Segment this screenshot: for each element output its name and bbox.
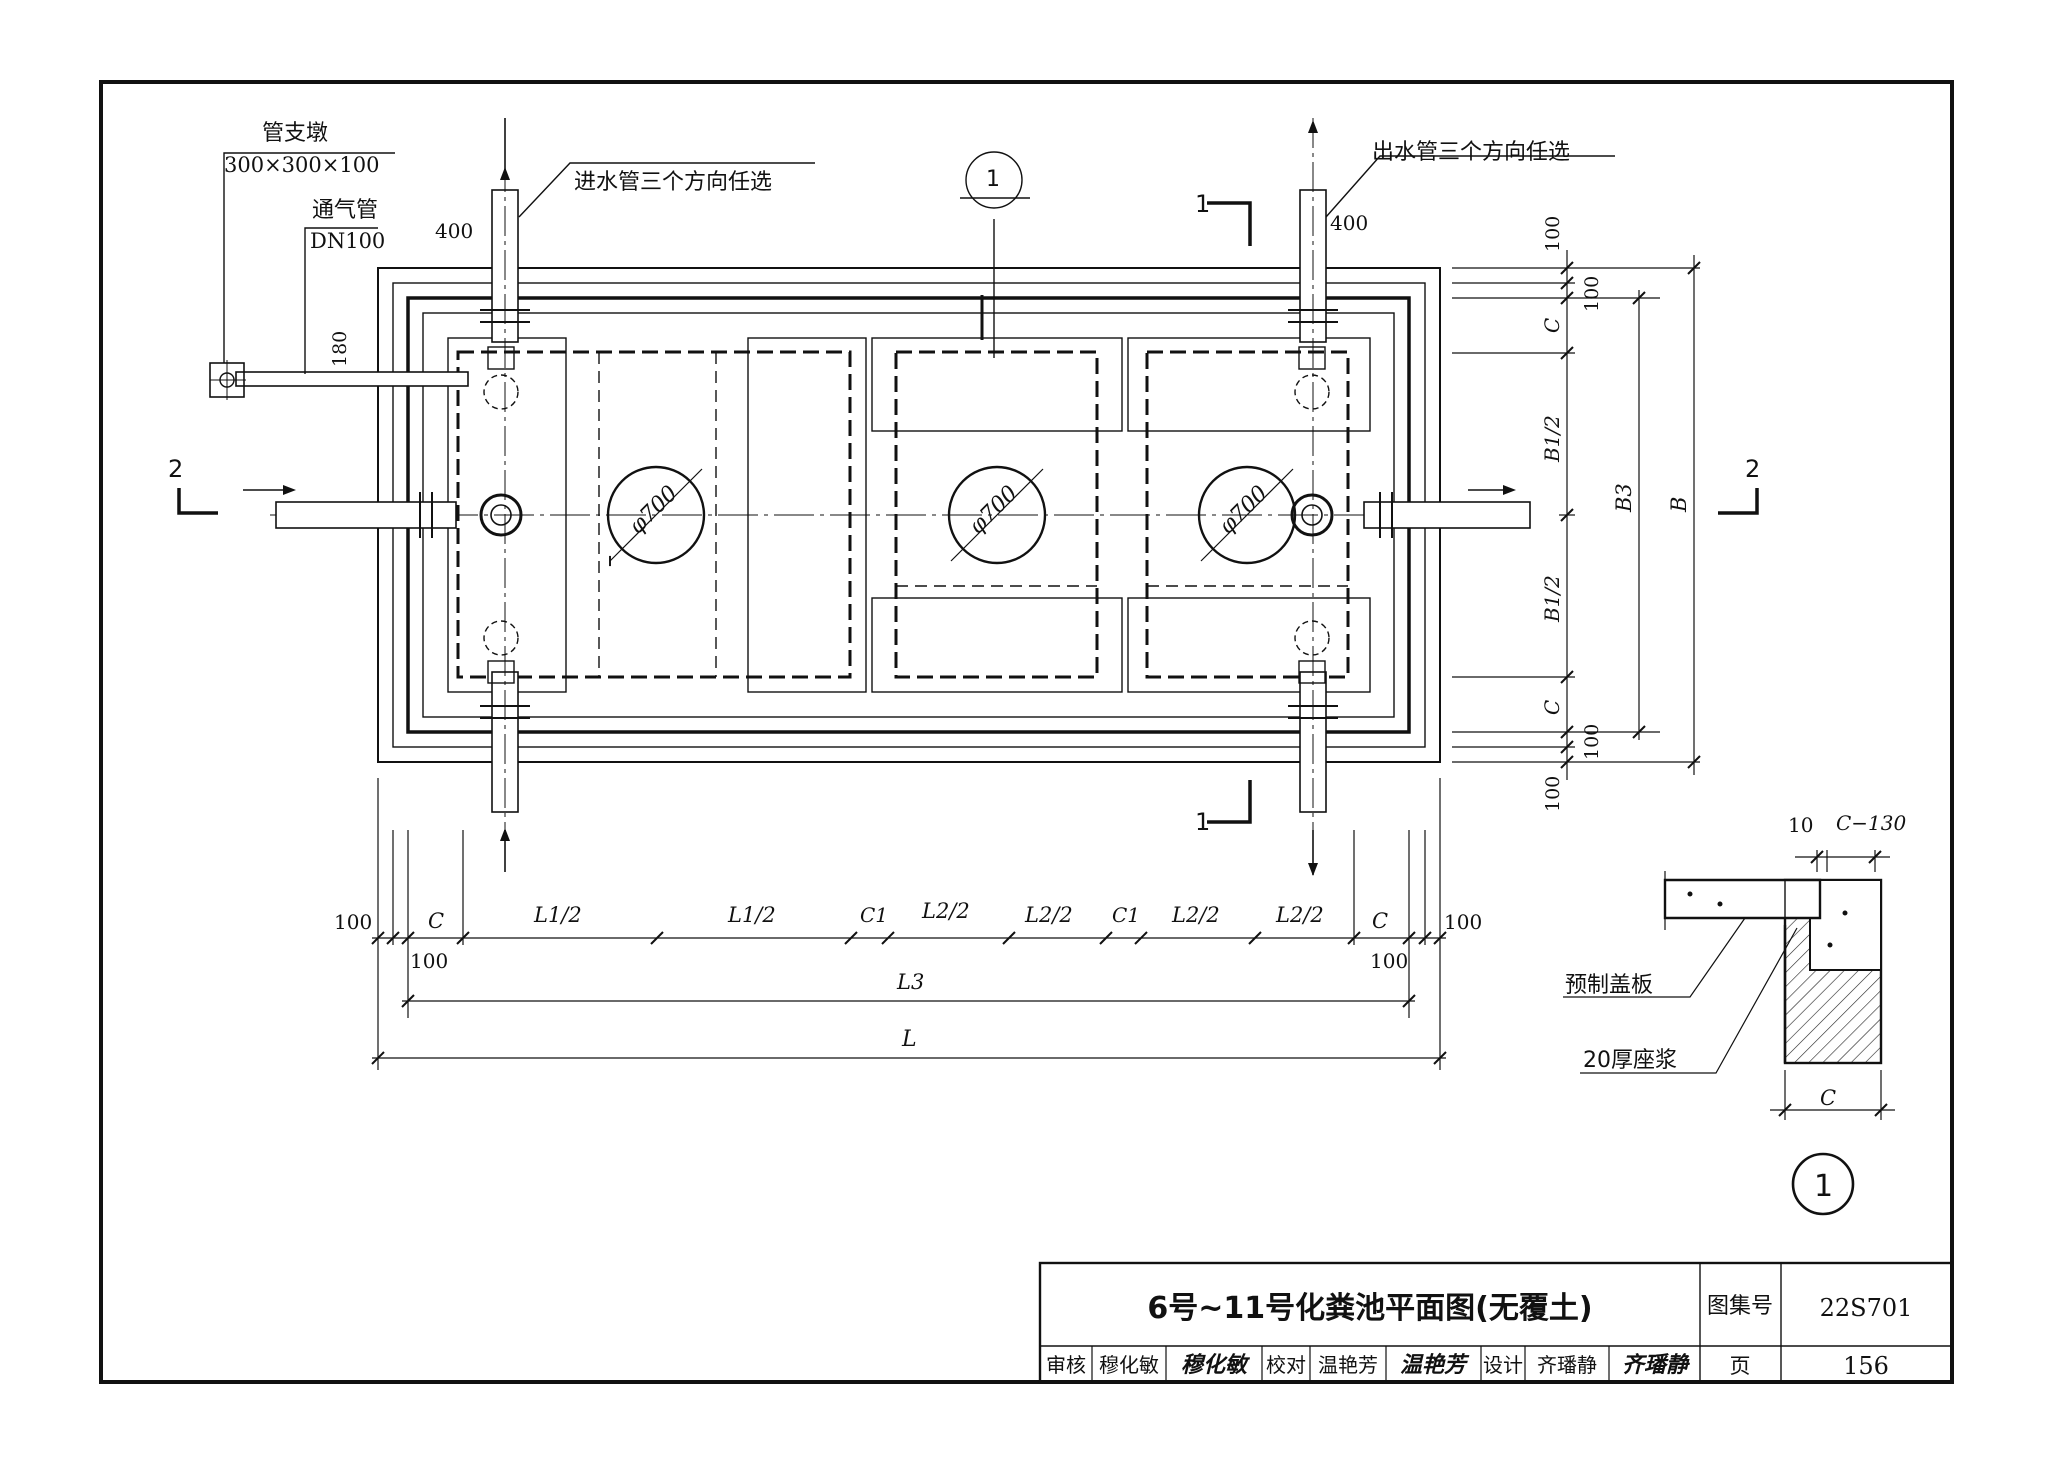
checker-name: 温艳芳 [1318, 1353, 1378, 1377]
dim-right-b1-half-top: B1/2 [1540, 415, 1564, 463]
detail-number: 1 [1814, 1169, 1833, 1204]
outlet-note: 出水管三个方向任选 [1372, 140, 1570, 165]
detail-ref-number: 1 [986, 167, 1000, 192]
dim-bottom-l2-half-b: L2/2 [1024, 903, 1073, 927]
right-dimension-ticks [1560, 261, 1701, 769]
dim-bottom-l1-half-a: L1/2 [533, 903, 582, 927]
dim-bottom-100-inner-right: 100 [1370, 949, 1408, 973]
dim-right-100-bottom-outer: 100 [1542, 776, 1564, 812]
bottom-dimension-labels: 100 C L1/2 L1/2 C1 L2/2 L2/2 C1 L2/2 L2/… [334, 899, 1482, 1052]
dim-bottom-c-right: C [1372, 909, 1388, 933]
cover-slab-6 [1127, 597, 1371, 693]
leader-lines [223, 151, 1615, 374]
reviewer-role: 审核 [1046, 1353, 1086, 1377]
vent-pipe [235, 371, 469, 387]
dim-bottom-c1-b: C1 [1112, 903, 1140, 927]
dim-bottom-l2-half-d: L2/2 [1275, 903, 1324, 927]
page-number: 156 [1843, 1352, 1889, 1380]
dim-right-c-bottom: C [1540, 700, 1564, 715]
manhole-2 [947, 465, 1047, 565]
inlet-note: 进水管三个方向任选 [574, 170, 772, 195]
dim-right-100-top-outer: 100 [1542, 216, 1564, 252]
dim-bottom-l2-half-a: L2/2 [921, 899, 970, 923]
reviewer-signature: 穆化敏 [1181, 1353, 1251, 1378]
dim-right-c-top: C [1540, 318, 1564, 333]
detail-dim-10: 10 [1788, 813, 1813, 837]
page-label: 页 [1730, 1354, 1751, 1378]
manhole-1 [606, 465, 706, 565]
designer-signature: 齐璠静 [1622, 1352, 1691, 1378]
cover-slab-5 [1127, 337, 1371, 432]
precast-cover-label: 预制盖板 [1565, 973, 1653, 998]
manhole-1-label: φ700 [625, 481, 683, 539]
cover-slab-3 [871, 337, 1123, 432]
section-markers [177, 201, 1759, 824]
dim-right-b: B [1667, 497, 1691, 513]
right-dimension-lines [1452, 250, 1700, 780]
dim-bottom-l2-half-c: L2/2 [1171, 903, 1220, 927]
dim-right-b3: B3 [1612, 483, 1636, 513]
cover-slab-4 [871, 597, 1123, 693]
pier-size: 300×300×100 [224, 153, 379, 177]
dim-right-100-bottom-inner: 100 [1581, 724, 1603, 760]
bottom-dimension-ticks [371, 931, 1447, 1065]
dim-right-b1-half-bottom: B1/2 [1540, 575, 1564, 623]
bottom-dimension-lines [372, 778, 1446, 1070]
vent-title: 通气管 [312, 198, 378, 223]
dim-bottom-c1-a: C1 [860, 903, 888, 927]
checker-signature: 温艳芳 [1400, 1352, 1470, 1378]
checker-role: 校对 [1266, 1353, 1306, 1377]
dim-bottom-l1-half-b: L1/2 [727, 903, 776, 927]
outlet-pipe-right [1363, 501, 1531, 529]
designer-name: 齐璠静 [1537, 1353, 1597, 1377]
detail-dim-c-130: C−130 [1836, 811, 1907, 835]
dim-180: 180 [329, 331, 351, 367]
dim-bottom-l: L [901, 1027, 917, 1052]
dim-bottom-c-left: C [428, 909, 444, 933]
manhole-3-label: φ700 [1215, 481, 1273, 539]
detail-dim-c: C [1820, 1086, 1836, 1110]
dim-right-100-top-inner: 100 [1581, 276, 1603, 312]
right-dimension-labels: 100 100 C B1/2 B1/2 C 100 100 B3 B [1540, 216, 1691, 812]
drawing-frame [99, 80, 1954, 1384]
dim-bottom-100-inner-left: 100 [410, 949, 448, 973]
detail-1-labels: 10 C−130 预制盖板 20厚座浆 C 1 [1565, 811, 1907, 1204]
inlet-pipe-left [275, 501, 457, 529]
atlas-label: 图集号 [1707, 1294, 1773, 1319]
section-2-right-label: 2 [1745, 455, 1760, 483]
pier-title: 管支墩 [262, 121, 328, 146]
reviewer-name: 穆化敏 [1099, 1353, 1159, 1377]
section-1-bottom-label: 1 [1195, 808, 1210, 836]
atlas-number: 22S701 [1820, 1294, 1913, 1322]
section-2-left-label: 2 [168, 455, 183, 483]
title-block-text: 6号~11号化粪池平面图(无覆土) 图集号 22S701 审核 穆化敏 穆化敏 … [1046, 1291, 1912, 1380]
dim-bottom-100-right: 100 [1444, 910, 1482, 934]
dim-bottom-100-left: 100 [334, 910, 372, 934]
designer-role: 设计 [1483, 1353, 1523, 1377]
title-block-lines [1038, 1261, 1954, 1384]
dim-400-left: 400 [435, 219, 473, 243]
dim-bottom-l3: L3 [896, 970, 924, 994]
inlet-fitting-left [479, 493, 523, 537]
mortar-bed-label: 20厚座浆 [1583, 1048, 1677, 1073]
drawing-title: 6号~11号化粪池平面图(无覆土) [1147, 1291, 1592, 1326]
manhole-3 [1197, 465, 1297, 565]
tank-plan [209, 118, 1531, 876]
detail-1-drawing [1563, 850, 1895, 1216]
outlet-fitting-right [1290, 493, 1334, 537]
manhole-2-label: φ700 [965, 481, 1023, 539]
section-1-top-label: 1 [1195, 190, 1210, 218]
dim-400-right: 400 [1330, 211, 1368, 235]
vent-size: DN100 [310, 229, 385, 253]
